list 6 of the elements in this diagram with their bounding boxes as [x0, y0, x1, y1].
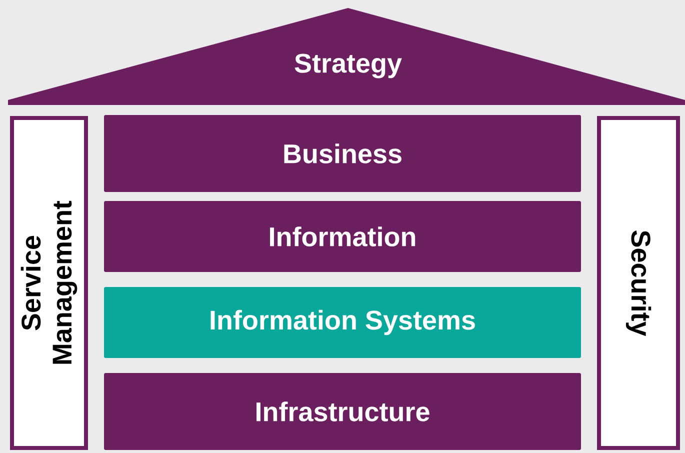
layer-box: Business: [104, 115, 581, 192]
layer-box: Information Systems: [104, 287, 581, 358]
pillar-box: Service Management: [10, 116, 88, 450]
layer-box: Information: [104, 201, 581, 272]
pillar-box: Security: [597, 116, 680, 450]
layer-box: Infrastructure: [104, 373, 581, 450]
